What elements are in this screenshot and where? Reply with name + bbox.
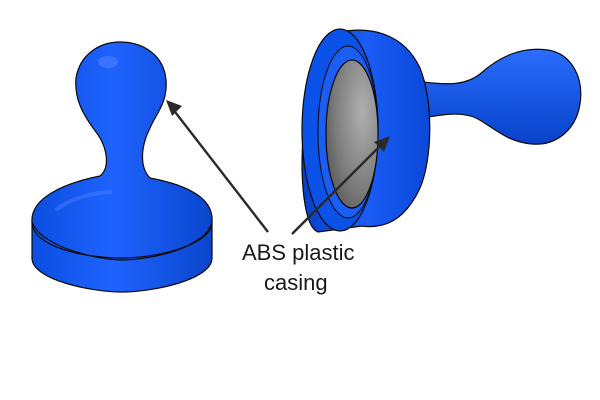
right-pin-handle	[407, 48, 582, 145]
arrow-to-left-pin	[171, 107, 269, 233]
right-pushpin	[301, 28, 582, 233]
left-base-rim	[31, 221, 213, 261]
callout-text-casing: casing	[264, 270, 328, 295]
callout-arrows	[166, 100, 390, 235]
left-pin-body	[31, 41, 213, 259]
left-base-highlight	[54, 190, 113, 212]
arrow-to-right-pin	[291, 141, 385, 235]
arrow-head-left	[166, 100, 182, 116]
left-pushpin	[31, 41, 213, 293]
right-magnet-disc	[325, 59, 379, 209]
arrow-head-right	[374, 136, 390, 152]
left-head-highlight	[98, 56, 118, 68]
callout-text-abs-plastic: ABS plastic	[242, 240, 355, 265]
